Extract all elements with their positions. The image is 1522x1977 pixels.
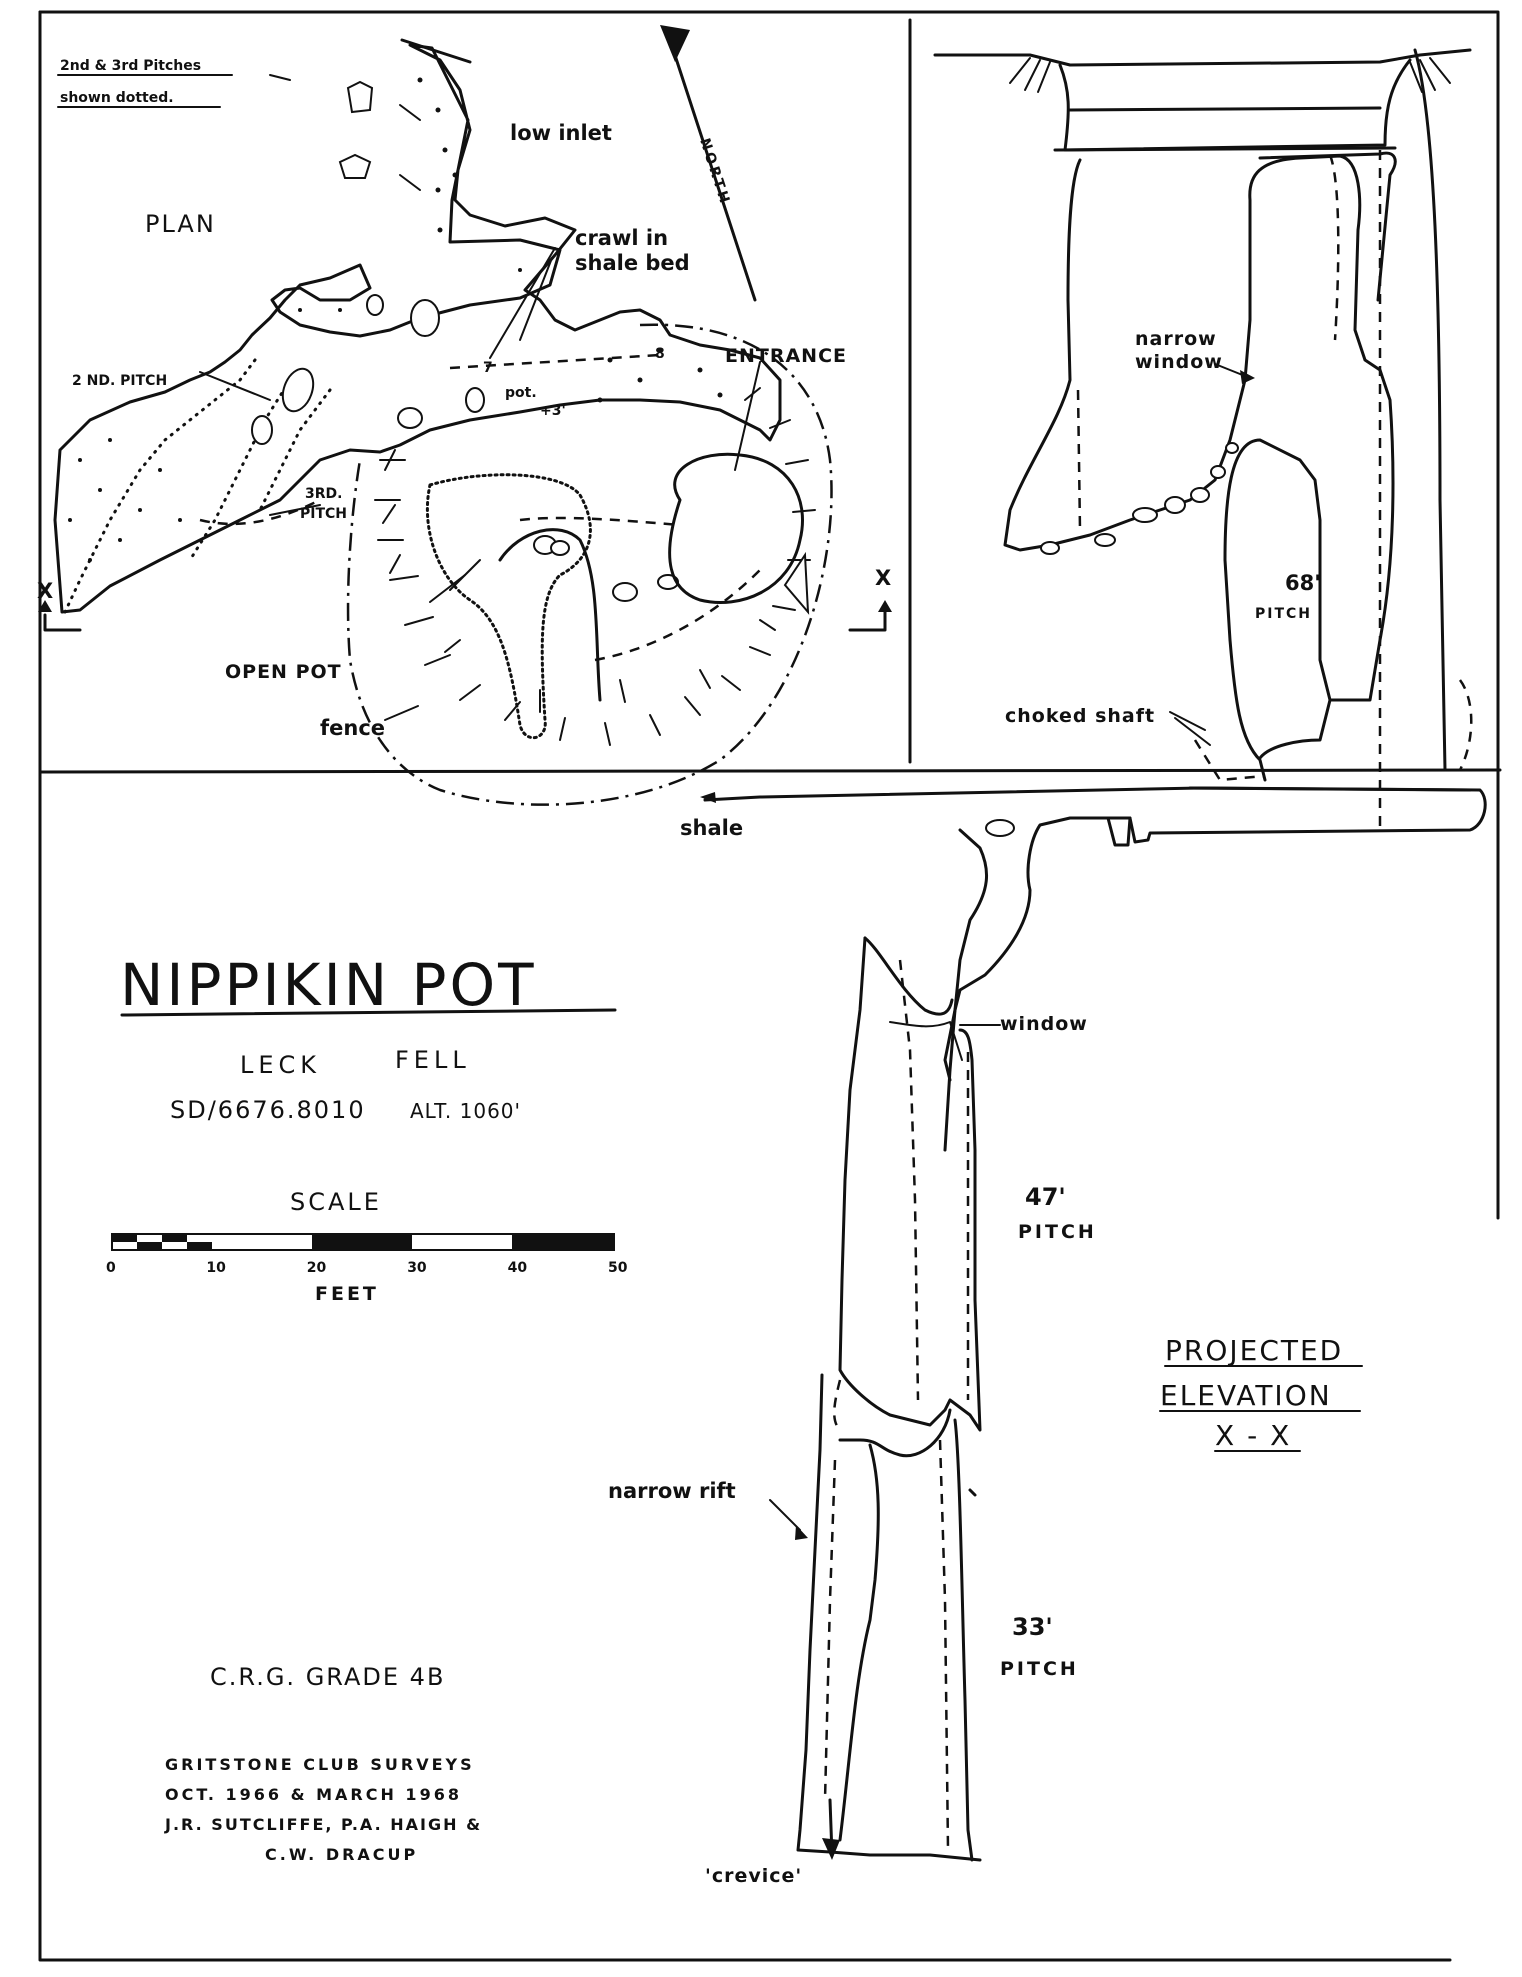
- elevation-surface-hatch: [1009, 57, 1451, 93]
- shale-bed-outline: [703, 786, 1487, 1072]
- open-pot-label: OPEN POT: [225, 661, 342, 683]
- plan-symbols: [338, 80, 810, 615]
- open-pot-lip: [594, 569, 761, 662]
- plan-stipple: [68, 77, 723, 562]
- pitch-68-label: PITCH: [1255, 606, 1312, 622]
- pot-label: pot.: [505, 385, 537, 401]
- scale-tick-0: 0: [106, 1260, 116, 1276]
- plan-note-line1: 2nd & 3rd Pitches: [60, 58, 201, 74]
- cave-name: NIPPIKIN POT: [120, 951, 537, 1019]
- elevation-title-line1: PROJECTED: [1165, 1334, 1343, 1367]
- grade-credits: C.R.G. GRADE 4B GRITSTONE CLUB SURVEYS O…: [164, 1663, 482, 1864]
- plan-note-line2: shown dotted.: [60, 90, 174, 106]
- pitch-33-label: PITCH: [1000, 1658, 1079, 1680]
- second-pitch-label: 2 ND. PITCH: [72, 373, 167, 389]
- elevation-leader-lines: [769, 363, 1246, 1531]
- open-pot-outline: [425, 473, 592, 740]
- pitch-33-depth: 33': [1012, 1613, 1053, 1641]
- scale-tick-40: 40: [508, 1260, 528, 1276]
- narrow-window-label-line2: window: [1135, 351, 1223, 373]
- entrance-label: ENTRANCE: [725, 345, 847, 367]
- crawl-label-line2: shale bed: [575, 251, 690, 275]
- scale-tick-30: 30: [407, 1260, 427, 1276]
- pitch-68-depth: 68': [1285, 571, 1321, 595]
- sheet-border: [38, 10, 1502, 1962]
- plan-title: PLAN: [145, 210, 216, 238]
- grid-reference: SD/6676.8010: [170, 1096, 366, 1124]
- entrance-shaft-outline: [668, 452, 804, 604]
- altitude: ALT. 1060': [410, 1099, 521, 1123]
- pitch-47-depth: 47': [1025, 1183, 1066, 1211]
- shale-boulder: [985, 819, 1015, 837]
- credit-line-3: J.R. SUTCLIFFE, P.A. HAIGH &: [164, 1815, 482, 1834]
- location-word-2: FELL: [395, 1046, 471, 1074]
- low-inlet-label: low inlet: [510, 121, 612, 145]
- shaft-47-dashed-back: [898, 959, 920, 1401]
- pitch-47-label: PITCH: [1018, 1221, 1097, 1243]
- crawl-dashed: [449, 353, 661, 370]
- scale-tick-10: 10: [206, 1260, 226, 1276]
- window-label: window: [1000, 1013, 1088, 1035]
- elevation-title-line2: ELEVATION: [1160, 1379, 1332, 1412]
- shale-label: shale: [680, 816, 743, 840]
- section-marker-left-label: X: [37, 579, 53, 603]
- spot-height-2: 7: [483, 360, 493, 376]
- crevice-label: 'crevice': [705, 1865, 802, 1887]
- crawl-label-line1: crawl in: [575, 226, 668, 250]
- title-block: NIPPIKIN POT LECK FELL SD/6676.8010 ALT.…: [120, 951, 617, 1124]
- scale-title: SCALE: [290, 1188, 382, 1216]
- north-label: NORTH: [696, 136, 733, 208]
- elevation-surface: [933, 48, 1472, 67]
- north-arrow: [660, 25, 757, 302]
- narrow-window-label-line1: narrow: [1135, 328, 1217, 350]
- scale-tick-20: 20: [307, 1260, 327, 1276]
- crg-grade: C.R.G. GRADE 4B: [210, 1663, 445, 1691]
- credit-line-2: OCT. 1966 & MARCH 1968: [165, 1785, 462, 1804]
- spot-height-1: +3': [540, 403, 566, 419]
- elevation-view: narrow window 68' PITCH choked shaft win…: [608, 48, 1487, 1887]
- location-word-1: LECK: [240, 1051, 321, 1079]
- third-pitch-label-line2: PITCH: [300, 506, 347, 522]
- credit-line-4: C.W. DRACUP: [265, 1845, 418, 1864]
- choked-shaft-dashed: [1193, 739, 1266, 782]
- plan-view: X X 2nd & 3rd Pitches shown dotted. PLAN…: [37, 25, 892, 840]
- fence-line: [346, 323, 833, 806]
- scale-tick-labels: 0 10 20 30 40 50: [106, 1260, 628, 1276]
- third-pitch-label-line1: 3RD.: [305, 486, 342, 502]
- narrow-rift-label: narrow rift: [608, 1479, 736, 1503]
- section-marker-right: X: [848, 566, 892, 632]
- shaft-33-outline: [796, 1373, 982, 1862]
- window-ledge-rubble: [1040, 442, 1239, 555]
- shaft-33-dashed-front: [938, 1439, 950, 1851]
- plan-leader-lines: [199, 74, 761, 721]
- shaft-68-outline: [1003, 154, 1395, 782]
- plan-passage-outline: [53, 43, 782, 614]
- scale-unit: FEET: [315, 1283, 379, 1305]
- plan-slope-hatch: [382, 449, 776, 713]
- choked-shaft-label: choked shaft: [1005, 705, 1155, 727]
- spot-height-3: 8: [655, 346, 665, 362]
- scale-bar: SCALE 0 10 20 30 40 50 FEET: [106, 1188, 628, 1305]
- section-marker-left: X: [37, 579, 82, 632]
- elevation-title-line3: X - X: [1215, 1419, 1291, 1452]
- fence-label: fence: [320, 716, 385, 740]
- section-marker-right-label: X: [875, 566, 891, 590]
- credit-line-1: GRITSTONE CLUB SURVEYS: [165, 1755, 475, 1774]
- plan-boulders: [251, 294, 679, 602]
- scale-tick-50: 50: [608, 1260, 628, 1276]
- plan-fence-ticks: [374, 387, 816, 746]
- shaft-47-outline: [943, 828, 989, 1082]
- plan-dotted-pitch-route: [63, 358, 257, 614]
